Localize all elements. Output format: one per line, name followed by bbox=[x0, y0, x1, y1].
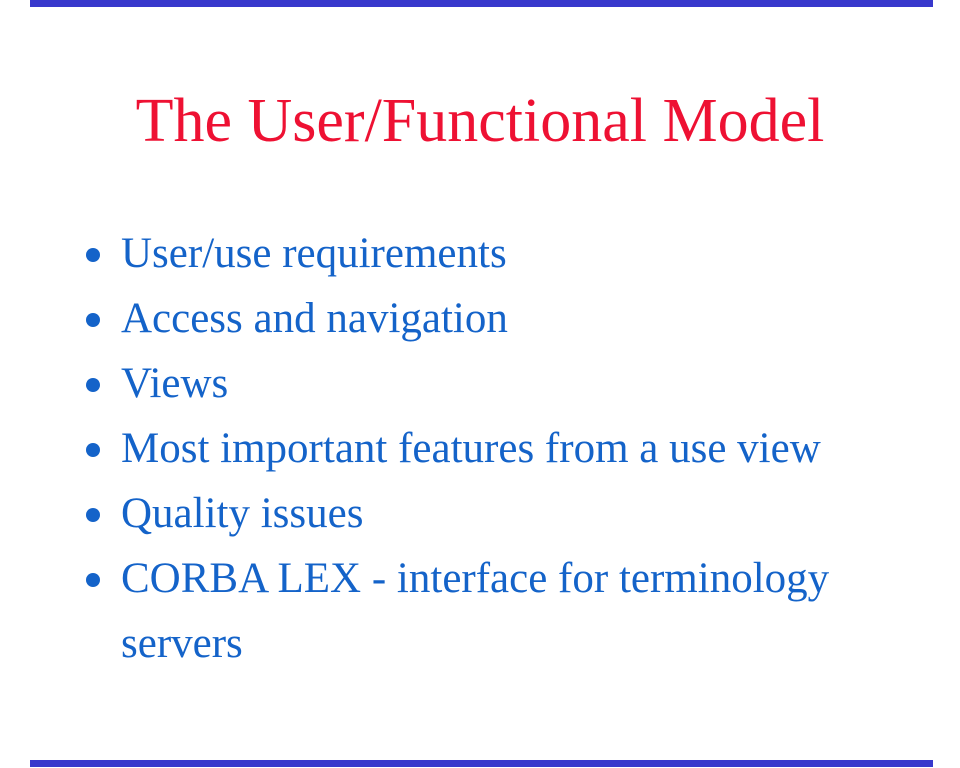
bullet-icon bbox=[86, 378, 100, 392]
bullet-item: Access and navigation bbox=[85, 286, 860, 351]
bullet-text: Access and navigation bbox=[121, 295, 508, 342]
bullet-item: CORBA LEX - interface for terminology se… bbox=[85, 546, 860, 676]
bullet-text: CORBA LEX - interface for terminology se… bbox=[121, 555, 830, 667]
bullet-icon bbox=[86, 248, 100, 262]
slide-title: The User/Functional Model bbox=[135, 87, 825, 155]
bullet-item: User/use requirements bbox=[85, 221, 860, 286]
bullet-text: Quality issues bbox=[121, 490, 364, 537]
bullet-text: Views bbox=[121, 360, 229, 407]
bullet-text: User/use requirements bbox=[121, 230, 507, 277]
bullet-list: User/use requirements Access and navigat… bbox=[85, 221, 860, 676]
bullet-item: Most important features from a use view bbox=[85, 416, 860, 481]
bullet-icon bbox=[86, 508, 100, 522]
bottom-rule bbox=[30, 760, 933, 767]
bullet-text: Most important features from a use view bbox=[121, 425, 821, 472]
bullet-item: Views bbox=[85, 351, 860, 416]
bullet-icon bbox=[86, 573, 100, 587]
bullet-item: Quality issues bbox=[85, 481, 860, 546]
top-rule bbox=[30, 0, 933, 7]
bullet-icon bbox=[86, 443, 100, 457]
bullet-icon bbox=[86, 313, 100, 327]
